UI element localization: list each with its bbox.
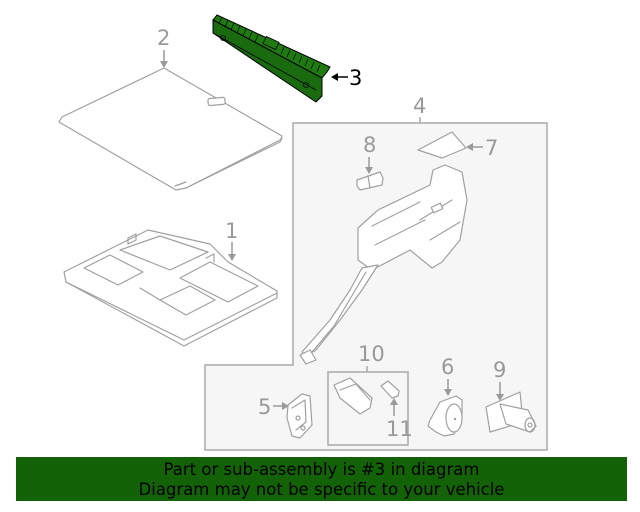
callout-11: 11: [386, 398, 413, 441]
svg-text:5: 5: [258, 395, 271, 419]
part-2-load-floor[interactable]: [58, 67, 283, 191]
svg-text:3: 3: [349, 66, 362, 90]
svg-text:8: 8: [363, 133, 376, 157]
assembly-box-10: [327, 371, 409, 446]
callout-9: 9: [493, 358, 506, 401]
part-9-power-outlet[interactable]: [485, 391, 537, 433]
callout-1: 1: [225, 219, 238, 261]
part-8-clip[interactable]: [356, 171, 384, 191]
banner-line-2: Diagram may not be specific to your vehi…: [138, 480, 505, 499]
svg-text:1: 1: [225, 219, 238, 243]
svg-text:2: 2: [157, 26, 170, 50]
callout-6: 6: [441, 355, 454, 396]
svg-text:9: 9: [493, 358, 506, 382]
callout-5: 5: [258, 395, 289, 419]
part-1-storage-tray[interactable]: [63, 229, 278, 347]
banner-line-1: Part or sub-assembly is #3 in diagram: [163, 460, 480, 479]
callout-2: 2: [157, 26, 170, 68]
part-6-cover[interactable]: [427, 395, 463, 437]
info-banner: Part or sub-assembly is #3 in diagram Di…: [16, 457, 627, 501]
svg-text:4: 4: [413, 94, 426, 118]
callout-7: 7: [466, 136, 498, 160]
part-10-lamp[interactable]: [333, 377, 373, 415]
part-5-bracket[interactable]: [286, 393, 313, 439]
part-3-sill-plate[interactable]: [212, 14, 331, 103]
svg-text:11: 11: [386, 417, 413, 441]
part-7-trim-cover[interactable]: [417, 131, 467, 159]
svg-text:10: 10: [358, 342, 385, 366]
part-4-quarter-trim[interactable]: [299, 164, 468, 365]
svg-text:6: 6: [441, 355, 454, 379]
callout-3[interactable]: 3: [331, 66, 362, 90]
callout-8: 8: [363, 133, 376, 174]
callout-4: 4: [413, 94, 426, 118]
svg-text:7: 7: [485, 136, 498, 160]
part-11-bulb[interactable]: [380, 380, 400, 399]
callout-10: 10: [358, 342, 385, 366]
